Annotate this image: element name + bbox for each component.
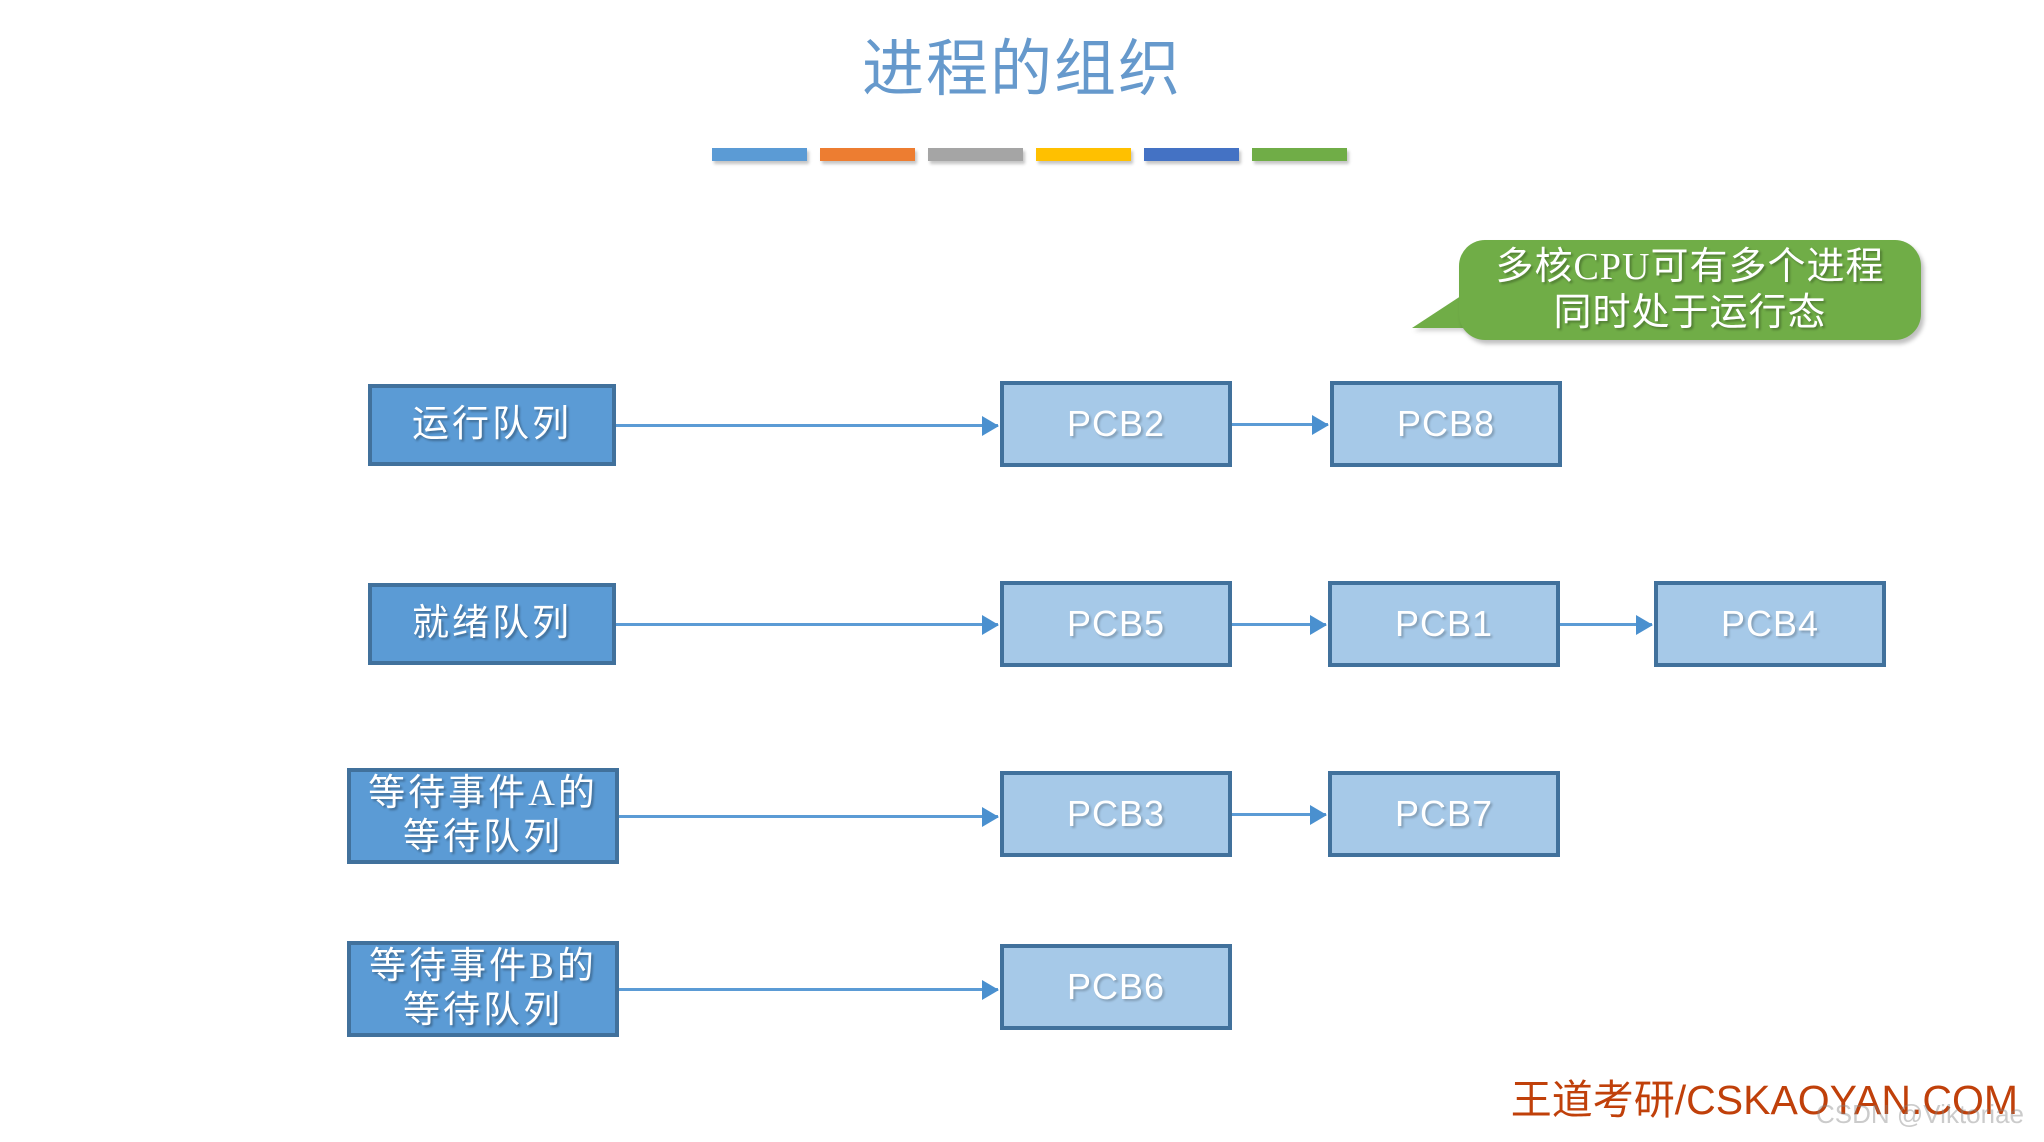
pcb-box-pcb4: PCB4 — [1654, 581, 1886, 667]
arrow-pcb1-to-pcb4 — [1560, 623, 1652, 626]
pcb-box-pcb2: PCB2 — [1000, 381, 1232, 467]
bar-orange — [820, 148, 915, 161]
bar-green — [1252, 148, 1347, 161]
pcb-box-pcb5: PCB5 — [1000, 581, 1232, 667]
arrow-pcb2-to-pcb8 — [1232, 423, 1328, 426]
pcb-box-pcb8: PCB8 — [1330, 381, 1562, 467]
bar-dark-blue — [1144, 148, 1239, 161]
callout-text: 多核CPU可有多个进程 同时处于运行态 — [1495, 246, 1885, 334]
arrow-pcb3-to-pcb7 — [1232, 813, 1326, 816]
arrow-queue-to-pcb2 — [616, 424, 998, 427]
pcb-box-pcb7: PCB7 — [1328, 771, 1560, 857]
bar-gray — [928, 148, 1023, 161]
queue-box-1: 运行队列 — [368, 384, 616, 466]
page-title: 进程的组织 — [861, 36, 1182, 104]
queue-box-4: 等待事件B的 等待队列 — [347, 941, 619, 1037]
pcb-box-pcb1: PCB1 — [1328, 581, 1560, 667]
queue-box-3: 等待事件A的 等待队列 — [347, 768, 619, 864]
bar-gold — [1036, 148, 1131, 161]
arrow-queue-to-pcb5 — [616, 623, 998, 626]
arrow-pcb5-to-pcb1 — [1232, 623, 1326, 626]
arrow-queue-to-pcb3 — [619, 815, 998, 818]
csdn-watermark: CSDN @Viktoriae — [1816, 1099, 2024, 1129]
callout-bubble: 多核CPU可有多个进程 同时处于运行态 — [1459, 240, 1921, 340]
pcb-box-pcb3: PCB3 — [1000, 771, 1232, 857]
queue-box-2: 就绪队列 — [368, 583, 616, 665]
brand-watermark: 王道考研/CSKAOYAN.COM — [1510, 1077, 2018, 1123]
pcb-box-pcb6: PCB6 — [1000, 944, 1232, 1030]
decorative-color-bar-group — [712, 148, 1347, 161]
bar-blue — [712, 148, 807, 161]
arrow-queue-to-pcb6 — [619, 988, 998, 991]
